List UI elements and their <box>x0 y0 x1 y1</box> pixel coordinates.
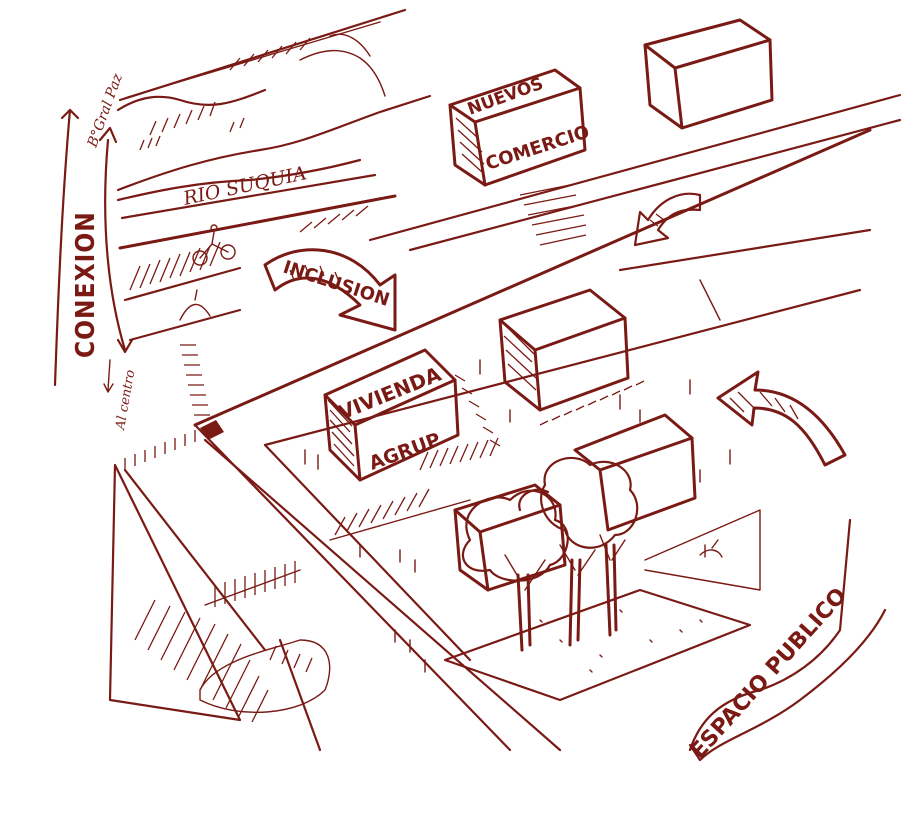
rio-suquia-label: RIO SUQUIA <box>180 162 308 210</box>
upper-street <box>370 95 900 250</box>
al-centro-arrow <box>104 360 113 392</box>
small-arrow <box>635 194 700 245</box>
park-area <box>110 465 330 750</box>
espacio-publico-label: ESPACIO PUBLICO <box>686 583 852 764</box>
conexion-label: CONEXION <box>71 211 101 358</box>
middle-building <box>500 290 628 410</box>
right-building <box>575 415 695 530</box>
plaza <box>445 510 760 700</box>
agrup-label: AGRUP <box>366 429 443 475</box>
inclusion-label: INCLUSION <box>280 257 392 311</box>
gral-paz-label: B°Gral Paz <box>84 71 126 150</box>
crosswalk-left <box>125 345 210 470</box>
al-centro-label: Al centro <box>113 369 138 432</box>
espacio-arrow <box>718 372 845 465</box>
top-right-building <box>645 20 772 128</box>
